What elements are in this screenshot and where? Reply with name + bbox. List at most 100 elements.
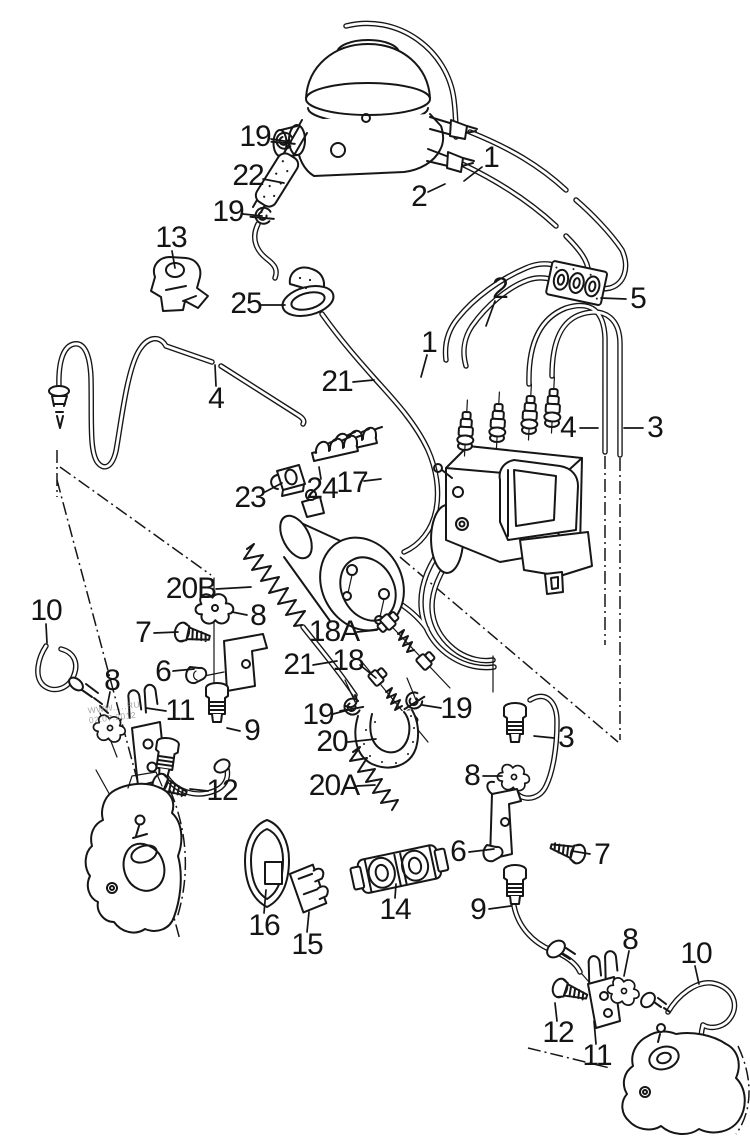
callout-label-19: 19 [440, 692, 472, 725]
callout-label-6: 6 [155, 655, 172, 688]
callout-leader-14 [394, 883, 397, 899]
callout-leader-6 [468, 848, 495, 853]
callout-label-13: 13 [155, 221, 187, 254]
callout-label-11: 11 [165, 694, 195, 727]
callout-leader-21 [352, 379, 375, 383]
callout-leader-15 [306, 911, 310, 933]
callout-leader-3 [533, 735, 555, 739]
callout-leader-11 [593, 1020, 597, 1045]
callout-label-3: 3 [558, 721, 575, 754]
callout-leader-22 [262, 178, 285, 184]
callout-label-1: 1 [483, 141, 500, 174]
callout-label-8: 8 [622, 923, 639, 956]
callout-label-12: 12 [206, 774, 238, 807]
callout-label-8: 8 [464, 759, 481, 792]
clamp-13 [150, 256, 209, 312]
callout-leader-7 [571, 850, 591, 855]
callout-label-23: 23 [234, 481, 266, 514]
callout-label-21: 21 [321, 365, 353, 398]
clamp-14 [349, 844, 450, 894]
callout-label-18A: 18A [308, 615, 360, 648]
callout-leader-17 [363, 478, 382, 482]
callout-label-20B: 20B [165, 572, 217, 605]
callout-leader-20B [215, 586, 252, 590]
callout-leader-20A [356, 784, 376, 787]
callout-leader-24 [318, 466, 322, 480]
pipe-bracket-5 [545, 260, 608, 306]
callout-label-24: 24 [306, 472, 338, 505]
callout-leader-10 [694, 965, 700, 985]
callout-label-16: 16 [248, 909, 280, 942]
grommet-25 [281, 266, 335, 317]
spring-20A [349, 746, 399, 811]
callout-label-9: 9 [470, 893, 487, 926]
callout-label-25: 25 [230, 287, 262, 320]
callout-leader-18 [359, 664, 377, 679]
callout-leader-1 [420, 354, 428, 378]
callout-leader-19 [421, 704, 442, 709]
callout-label-10: 10 [680, 937, 712, 970]
callout-leader-8 [231, 611, 248, 616]
callout-leader-9 [488, 905, 512, 910]
callout-leader-19 [270, 138, 292, 143]
callout-label-19: 19 [239, 120, 271, 153]
callout-label-21: 21 [283, 648, 315, 681]
pressure-regulator [243, 489, 405, 709]
callout-label-22: 22 [232, 159, 264, 192]
callout-leader-19 [332, 709, 349, 715]
callout-label-20A: 20A [308, 769, 360, 802]
protective-hose-20 [338, 689, 428, 811]
callout-label-7: 7 [594, 838, 611, 871]
callout-leader-9 [226, 727, 241, 732]
callout-label-10: 10 [30, 594, 62, 627]
callout-leader-16 [263, 889, 267, 914]
callout-leader-19 [242, 213, 263, 217]
pipe4-flare-fitting [48, 385, 70, 429]
callout-leader-6 [172, 668, 195, 672]
callout-leader-2 [485, 300, 496, 327]
rear-right-hose-assembly [549, 949, 746, 1135]
callout-leader-12 [554, 1002, 558, 1022]
pushrod-and-sleeve-22 [248, 126, 335, 317]
callout-label-5: 5 [630, 282, 647, 315]
callout-leader-2 [427, 183, 446, 193]
callout-label-8: 8 [104, 664, 121, 697]
callout-leader-8 [623, 950, 630, 977]
master-cylinder [272, 39, 478, 177]
callout-leader-8 [106, 691, 111, 708]
callout-label-19: 19 [302, 698, 334, 731]
callout-label-2: 2 [411, 180, 428, 213]
callout-label-19: 19 [212, 195, 244, 228]
callout-label-17: 17 [336, 466, 368, 499]
callout-label-15: 15 [291, 928, 323, 961]
callout-label-6: 6 [450, 835, 467, 868]
left-caliper [84, 771, 183, 934]
callout-label-18: 18 [332, 644, 364, 677]
left-mounting-column [172, 590, 268, 723]
callout-leader-11 [145, 707, 167, 712]
callout-label-3: 3 [647, 411, 664, 444]
grommet-16 [244, 819, 290, 908]
callout-leader-12 [189, 788, 209, 792]
right-mounting-column [482, 702, 589, 960]
callout-label-9: 9 [244, 714, 261, 747]
callout-leader-13 [171, 250, 176, 269]
callout-label-14: 14 [379, 893, 411, 926]
callout-label-1: 1 [421, 326, 438, 359]
abs-hydraulic-unit [430, 375, 593, 595]
callout-label-7: 7 [135, 616, 152, 649]
callout-leader-7 [153, 631, 179, 634]
callout-label-4: 4 [208, 382, 225, 415]
callout-leader-20 [347, 738, 377, 743]
callout-leader-21 [312, 660, 338, 666]
spring-20B [243, 543, 306, 627]
callout-leader-4 [214, 364, 217, 387]
callout-label-11: 11 [582, 1039, 612, 1072]
callout-leader-23 [264, 482, 283, 493]
callout-label-20: 20 [316, 725, 348, 758]
front-left-hose-assembly [68, 676, 231, 804]
callout-label-8: 8 [250, 599, 267, 632]
